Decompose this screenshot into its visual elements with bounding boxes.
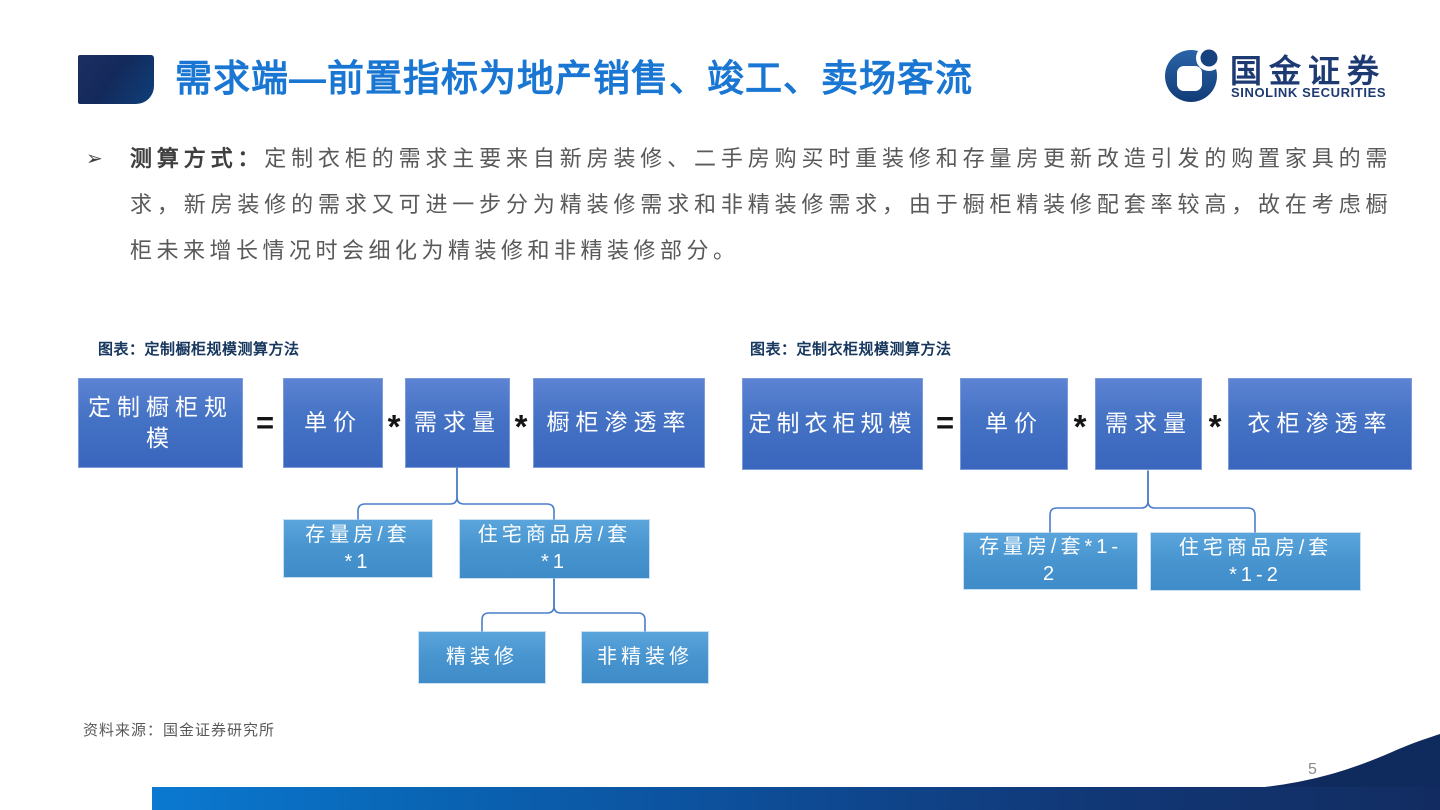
node-unit-price: 单价 xyxy=(960,378,1068,470)
logo-cn-text: 国金证券 xyxy=(1230,53,1387,89)
node-wardrobe-scale: 定制衣柜规模 xyxy=(742,378,923,470)
logo-en-text: SINOLINK SECURITIES xyxy=(1231,85,1387,100)
node-penetration: 橱柜渗透率 xyxy=(533,378,705,468)
bottom-bar xyxy=(152,787,1440,810)
node-demand: 需求量 xyxy=(405,378,510,468)
node-cabinet-scale: 定制橱柜规模 xyxy=(78,378,243,468)
node-commodity-housing: 住宅商品房/套 *1 xyxy=(459,519,650,579)
multiply-sign: * xyxy=(1208,408,1222,445)
node-stock-housing: 存量房/套 *1 xyxy=(283,519,433,578)
multiply-sign: * xyxy=(514,408,528,445)
title-accent-block xyxy=(78,55,154,104)
body-paragraph: 测算方式：定制衣柜的需求主要来自新房装修、二手房购买时重装修和存量房更新改造引发… xyxy=(130,136,1392,274)
sinolink-logo-icon xyxy=(1165,45,1222,102)
node-non-fine-decoration: 非精装修 xyxy=(581,631,709,684)
equals-sign: = xyxy=(935,405,955,440)
equals-sign: = xyxy=(255,405,275,440)
node-fine-decoration: 精装修 xyxy=(418,631,546,684)
source-note: 资料来源：国金证券研究所 xyxy=(83,722,276,739)
page-title: 需求端—前置指标为地产销售、竣工、卖场客流 xyxy=(175,58,973,99)
multiply-sign: * xyxy=(387,408,401,445)
paragraph-body: 定制衣柜的需求主要来自新房装修、二手房购买时重装修和存量房更新改造引发的购置家具… xyxy=(130,146,1392,263)
node-stock-housing: 存量房/套*1- 2 xyxy=(963,532,1138,590)
node-penetration: 衣柜渗透率 xyxy=(1228,378,1412,470)
node-unit-price: 单价 xyxy=(283,378,383,468)
node-commodity-housing: 住宅商品房/套 *1-2 xyxy=(1150,532,1361,591)
left-chart-caption: 图表：定制橱柜规模测算方法 xyxy=(98,341,300,358)
page-number: 5 xyxy=(1308,761,1317,778)
right-chart-caption: 图表：定制衣柜规模测算方法 xyxy=(750,341,952,358)
company-logo: 国金证券 SINOLINK SECURITIES xyxy=(1164,45,1414,107)
bullet-arrow-icon: ➢ xyxy=(86,148,103,170)
node-demand: 需求量 xyxy=(1095,378,1202,470)
multiply-sign: * xyxy=(1073,408,1087,445)
paragraph-lead: 测算方式： xyxy=(130,146,265,171)
